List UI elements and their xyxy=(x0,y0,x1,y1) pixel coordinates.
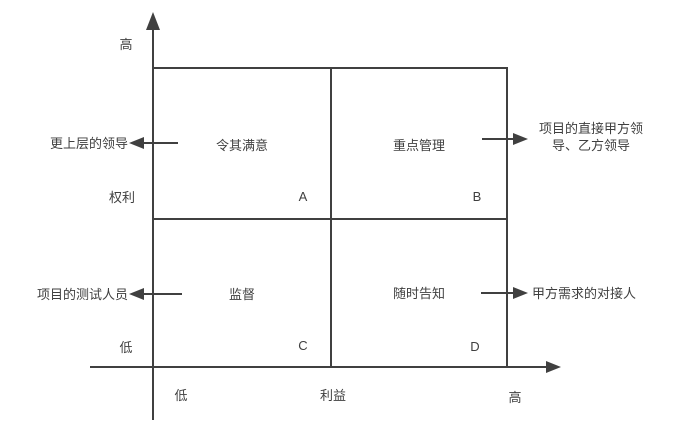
arrow-right-icon xyxy=(513,133,528,145)
callout-top-right-label: 项目的直接甲方领导、乙方领导 xyxy=(538,121,643,153)
arrow-left-icon xyxy=(129,288,144,300)
callout-arrow-top-right-line xyxy=(482,138,515,140)
callout-arrow-bottom-right-line xyxy=(481,292,515,294)
quadrant-c-letter: C xyxy=(298,338,308,353)
callout-arrow-top-left-line xyxy=(142,142,178,144)
quadrant-d-letter: D xyxy=(470,339,480,354)
quadrant-a-title: 令其满意 xyxy=(215,138,268,153)
x-axis-title: 利益 xyxy=(319,388,346,403)
y-axis-line xyxy=(152,25,154,420)
arrow-left-icon xyxy=(129,137,144,149)
y-axis-arrow-up-icon xyxy=(146,12,160,30)
quadrant-b-letter: B xyxy=(472,189,482,204)
quadrant-d-title: 随时告知 xyxy=(392,286,445,301)
matrix-right-border xyxy=(506,67,508,368)
quadrant-c-title: 监督 xyxy=(228,287,255,302)
x-axis-arrow-right-icon xyxy=(546,361,561,373)
quadrant-b-title: 重点管理 xyxy=(392,138,445,153)
y-axis-low-label: 低 xyxy=(119,340,133,355)
matrix-horizontal-divider xyxy=(152,218,508,220)
callout-bottom-left-label: 项目的测试人员 xyxy=(36,287,128,302)
callout-bottom-right-label: 甲方需求的对接人 xyxy=(532,286,637,301)
callout-top-left-label: 更上层的领导 xyxy=(49,136,128,151)
x-axis-line xyxy=(90,366,547,368)
x-axis-high-label: 高 xyxy=(508,390,522,405)
quadrant-a-letter: A xyxy=(298,189,308,204)
matrix-vertical-divider xyxy=(330,67,332,368)
y-axis-title: 权利 xyxy=(108,190,135,205)
callout-arrow-bottom-left-line xyxy=(142,293,182,295)
y-axis-high-label: 高 xyxy=(119,37,133,52)
arrow-right-icon xyxy=(513,287,528,299)
x-axis-low-label: 低 xyxy=(174,388,188,403)
